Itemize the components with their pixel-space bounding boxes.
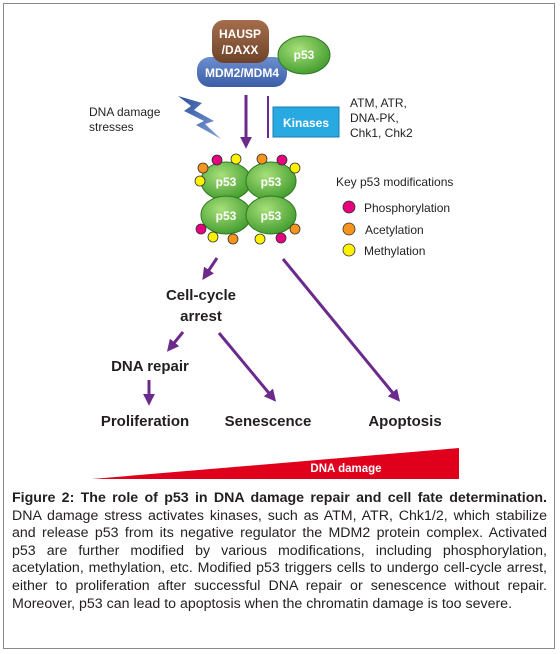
cell-cycle-label-2: arrest (180, 308, 222, 325)
proliferation-label: Proliferation (101, 413, 189, 430)
hausp-box (212, 20, 269, 63)
key-title: Key p53 modifications (336, 175, 453, 189)
p53-tetramer-4 (245, 195, 297, 235)
legend-methyl-swatch (342, 243, 356, 257)
methyl-dot (194, 175, 206, 187)
stress-label-1: DNA damage (89, 105, 161, 119)
senescence-label: Senescence (225, 413, 312, 430)
dna-damage-label: DNA damage (310, 463, 381, 475)
legend-methyl-label: Methylation (364, 244, 425, 258)
hausp-label-2: /DAXX (222, 43, 259, 57)
figure-caption: Figure 2: The role of p53 in DNA damage … (12, 490, 547, 613)
acetyl-dot (256, 153, 268, 165)
stress-label-2: stresses (89, 120, 134, 134)
p53-tetramer-label-3: p53 (216, 209, 237, 223)
caption-title: Figure 2: The role of p53 in DNA damage … (12, 490, 547, 506)
legend-phospho-swatch (342, 200, 356, 214)
arrow-to-dna-repair (166, 331, 185, 352)
kinases-box (272, 106, 340, 138)
dna-repair-label: DNA repair (111, 358, 189, 375)
p53-tetramer-label-4: p53 (261, 209, 282, 223)
kinase-list-1: ATM, ATR, (350, 96, 407, 110)
methyl-dot (254, 233, 266, 245)
apoptosis-label: Apoptosis (368, 413, 441, 430)
p53-tetramer-label-1: p53 (216, 175, 237, 189)
acetyl-dot (197, 162, 209, 174)
phospho-dot (276, 154, 288, 166)
arrow-to-senescence (217, 332, 277, 402)
kinase-list-3: Chk1, Chk2 (350, 126, 413, 140)
methyl-dot (289, 162, 301, 174)
phospho-dot (211, 154, 223, 166)
acetyl-dot (289, 223, 301, 235)
mdm2-label: MDM2/MDM4 (205, 66, 279, 80)
kinase-list-2: DNA-PK, (350, 111, 399, 125)
dna-damage-wedge (92, 448, 459, 479)
acetyl-dot (227, 233, 239, 245)
methyl-dot (230, 153, 242, 165)
legend-acetyl-label: Acetylation (365, 223, 424, 237)
caption-body: DNA damage stress activates kinases, suc… (12, 507, 547, 612)
p53-free-label: p53 (294, 48, 315, 62)
p53-tetramer: p53 p53 p53 p53 (194, 153, 301, 245)
phospho-dot (195, 223, 207, 235)
lightning-icon (178, 96, 221, 139)
legend-acetyl-swatch (342, 222, 356, 236)
p53-diagram: MDM2/MDM4 HAUSP /DAXX p53 DNA damage str… (89, 20, 459, 479)
hausp-label-1: HAUSP (219, 27, 261, 41)
legend-phospho-label: Phosphorylation (364, 201, 450, 215)
arrow-to-cell-cycle (202, 257, 219, 280)
kinases-label: Kinases (283, 116, 329, 130)
arrow-to-apoptosis (281, 258, 401, 402)
methyl-dot (207, 231, 219, 243)
phospho-dot (275, 232, 287, 244)
p53-free (277, 35, 331, 75)
mdm2-box (197, 57, 287, 87)
p53-tetramer-label-2: p53 (261, 175, 282, 189)
cell-cycle-label-1: Cell-cycle (166, 287, 236, 304)
